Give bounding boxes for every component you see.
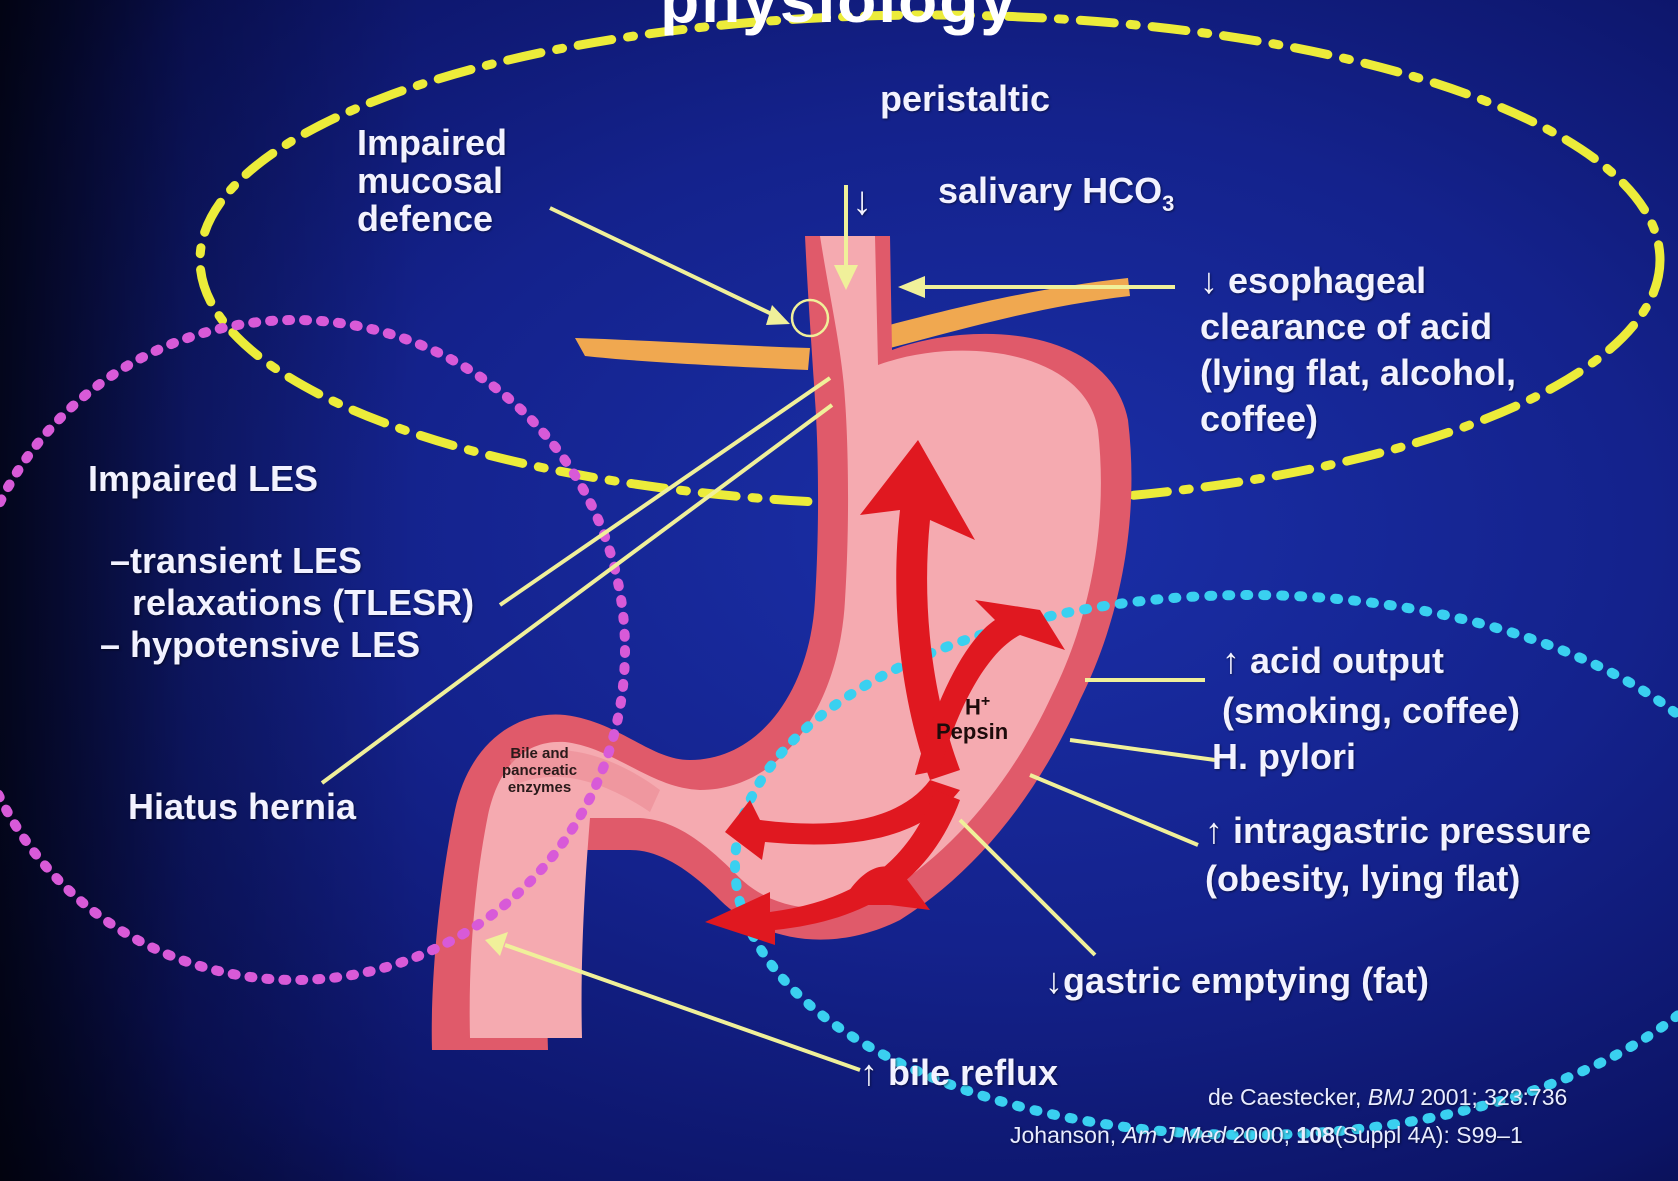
label-pepsin: Pepsin [936,720,1008,744]
les-item-2: relaxations (TLESR) [110,582,474,624]
label-salivary: salivary HCO3 [938,170,1174,225]
label-acid-output: ↑ acid output [1222,640,1444,682]
diaphragm-left [575,338,810,370]
down-arrow-peristaltic: ↓ [852,180,872,222]
label-esophageal-clearance: ↓ esophageal clearance of acid (lying fl… [1200,258,1516,442]
label-salivary-sub: 3 [1162,191,1174,216]
label-peristaltic: peristaltic [880,78,1050,120]
label-esophageal-line3: (lying flat, alcohol, [1200,350,1516,396]
label-intragastric-pressure: ↑ intragastric pressure [1205,810,1591,852]
label-acid-output-causes: (smoking, coffee) [1222,690,1520,732]
down-arrow-esophageal: ↓ [1200,260,1218,301]
reference-2: Johanson, Am J Med 2000; 108(Suppl 4A): … [1010,1118,1523,1152]
up-arrow-acid: ↑ [1222,640,1240,681]
label-hiatus-hernia: Hiatus hernia [128,786,356,828]
slide-title-fragment: physiology [0,0,1678,30]
label-gastric-emptying: ↓gastric emptying (fat) [1045,960,1429,1002]
label-esophageal-line2: clearance of acid [1200,304,1516,350]
label-mucosal-line2: mucosal [357,162,507,200]
label-duodenum-enzymes: Bile and pancreatic enzymes [502,745,577,796]
label-les-items: –transient LES relaxations (TLESR) – hyp… [110,540,474,666]
up-arrow-bile: ↑ [860,1052,878,1093]
label-mucosal-defence: Impaired mucosal defence [357,124,507,238]
les-item-3: – hypotensive LES [100,624,474,666]
label-intragastric-causes: (obesity, lying flat) [1205,858,1520,900]
les-item-1: –transient LES [110,540,474,582]
label-esophageal-line4: coffee) [1200,396,1516,442]
label-esophageal-line1: ↓ esophageal [1200,258,1516,304]
label-mucosal-line1: Impaired [357,124,507,162]
label-mucosal-line3: defence [357,200,507,238]
up-arrow-intragastric: ↑ [1205,810,1223,851]
label-impaired-les: Impaired LES [88,458,318,500]
label-bile-reflux: ↑ bile reflux [860,1052,1058,1094]
down-arrow-gastric: ↓ [1045,960,1063,1001]
reference-1: de Caestecker, BMJ 2001; 323:736 [1208,1080,1567,1114]
label-salivary-text: salivary HCO [938,170,1162,211]
label-h-plus: H+ [965,690,990,719]
label-h-pylori: H. pylori [1212,736,1356,778]
